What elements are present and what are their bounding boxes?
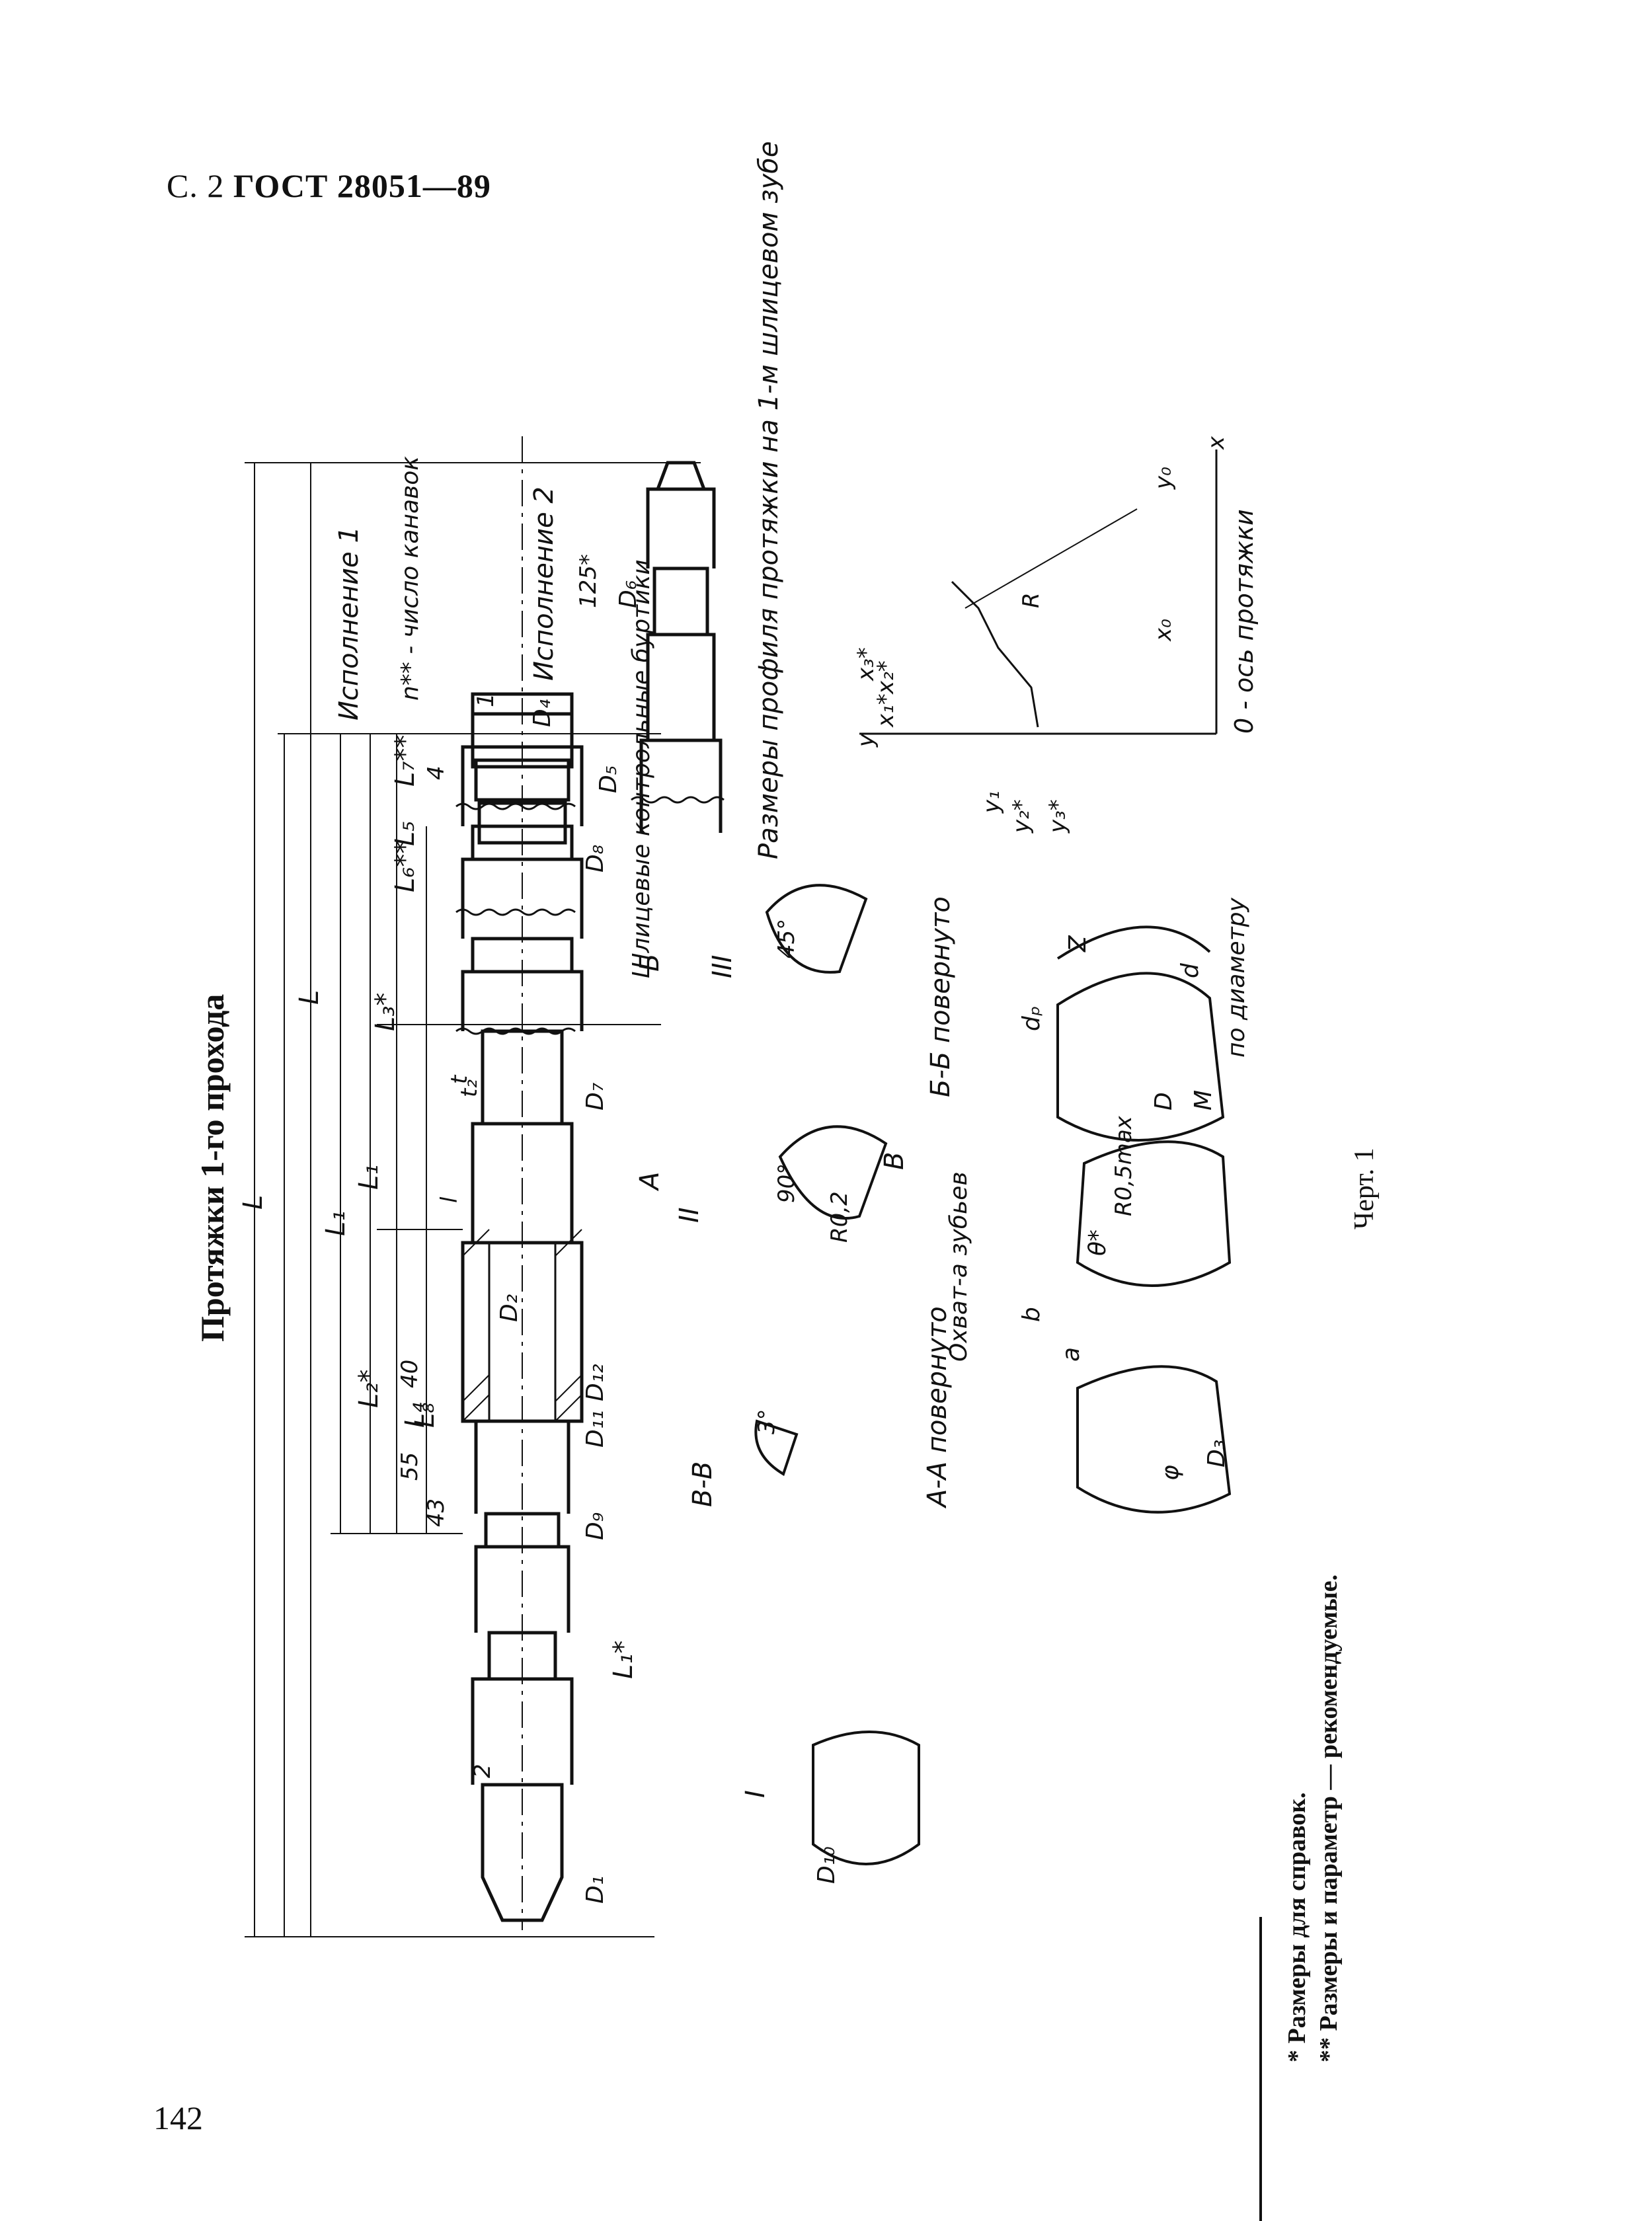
section-b-b-label: Б-Б повернуто xyxy=(925,896,956,1097)
length-label-3: L₁ xyxy=(354,1164,384,1190)
diameter-label-1: D₂ xyxy=(496,1294,523,1322)
diameter-label-14: dₚ xyxy=(1018,1005,1045,1031)
diameter-label-0: D₁ xyxy=(582,1875,609,1904)
tooth-coord-10: y xyxy=(853,733,879,747)
figure-caption: Черт. 1 xyxy=(1349,1148,1380,1229)
version-1-label: Исполнение 1 xyxy=(334,526,364,721)
view-label-5: А xyxy=(635,1171,665,1190)
dim-number-9: l xyxy=(436,1196,463,1203)
measure-letter-5: θ* xyxy=(1084,1229,1111,1256)
footnote-rule xyxy=(1259,1917,1262,2221)
tooth-coord-2: x₃* xyxy=(853,647,879,681)
section-v-v-label: В-В xyxy=(688,1461,718,1507)
measure-letter-1: Z xyxy=(1064,935,1091,952)
dim-number-12: 45° xyxy=(773,918,800,958)
tooth-profile-title: Размеры профиля протяжки на 1-м шлицевом… xyxy=(754,141,784,859)
footnote-1: * Размеры для справок. xyxy=(1283,1792,1311,2062)
measure-letter-3: a xyxy=(1058,1346,1085,1362)
dim-number-8: t₂ xyxy=(456,1079,483,1097)
view-label-1: II xyxy=(674,1207,705,1223)
section-views xyxy=(754,449,1232,1865)
grooves-note: n** - число канавок xyxy=(397,455,424,701)
dim-number-10: 3° xyxy=(754,1409,780,1434)
dim-number-14: R0,5max xyxy=(1111,1116,1137,1216)
length-label-0: L xyxy=(238,1194,268,1210)
measure-letter-4: φ xyxy=(1157,1465,1184,1481)
length-label-4: L₁* xyxy=(608,1640,639,1679)
tooth-coord-8: R xyxy=(1018,592,1044,608)
dim-number-13: R0,2 xyxy=(826,1191,853,1243)
page-number: 142 xyxy=(153,2099,203,2136)
tooth-coord-5: y₁ xyxy=(978,791,1005,813)
diameter-label-9: D₁₁ xyxy=(582,1410,609,1448)
dim-number-3: 125* xyxy=(575,554,602,608)
dim-number-0: 40 xyxy=(397,1359,423,1388)
dim-number-4: 4 xyxy=(423,765,450,780)
dim-number-1: 55 xyxy=(397,1452,423,1481)
dim-number-11: 90° xyxy=(773,1163,800,1203)
diameter-label-5: D₇ xyxy=(582,1082,609,1110)
length-label-10: L₇** xyxy=(390,734,420,787)
dim-number-5: 1 xyxy=(473,693,499,707)
dim-number-6: 2 xyxy=(469,1764,496,1778)
dim-number-2: 43 xyxy=(423,1498,450,1527)
measure-letter-0: M xyxy=(1190,1089,1217,1110)
section-hatching xyxy=(462,1229,582,1422)
diameter-label-12: D xyxy=(1150,1092,1177,1110)
tooth-coord-0: x₁* xyxy=(873,693,899,727)
footnote-2: ** Размеры и параметр — рекомендуемые. xyxy=(1315,1574,1343,2062)
measure-note: по диаметру xyxy=(1223,898,1250,1058)
tooth-coord-3: x₀ xyxy=(1150,619,1177,641)
view-label-4: Б xyxy=(635,953,665,972)
page-header: С. 2 ГОСТ 28051—89 xyxy=(167,167,491,205)
view-label-3: В xyxy=(879,1151,910,1170)
length-label-2: L₁ xyxy=(321,1210,351,1236)
view-label-2: III xyxy=(707,955,738,978)
diameter-label-7: D₉ xyxy=(582,1512,609,1540)
diameter-label-6: D₈ xyxy=(582,844,609,873)
measure-letter-2: b xyxy=(1018,1307,1045,1322)
length-label-5: L₂* xyxy=(354,1369,384,1408)
length-label-9: L₆** xyxy=(390,840,420,892)
standard-code: ГОСТ 28051—89 xyxy=(233,167,491,204)
broach-outline xyxy=(461,436,723,1930)
figure-title: Протяжки 1-го прохода xyxy=(194,994,231,1342)
length-label-6: L₃* xyxy=(370,992,401,1031)
dimension-lines xyxy=(245,462,701,1937)
diameter-label-8: D₁₀ xyxy=(813,1846,840,1884)
version-2-label: Исполнение 2 xyxy=(529,487,559,681)
tooth-axis-note: 0 - ось протяжки xyxy=(1230,509,1259,734)
page-number-prefix: С. 2 xyxy=(167,167,225,204)
view-label-0: I xyxy=(740,1790,771,1798)
diameter-label-3: D₅ xyxy=(595,765,622,793)
diameter-label-13: d xyxy=(1177,963,1204,978)
spline-note: Шлицевые контрольные буртики xyxy=(628,559,655,978)
length-label-1: L xyxy=(294,990,325,1005)
tooth-coord-4: y₀ xyxy=(1150,467,1177,489)
diameter-label-11: D₃ xyxy=(1203,1439,1230,1467)
tooth-coord-9: x xyxy=(1203,436,1230,449)
tooth-coord-6: y₂* xyxy=(1008,799,1035,833)
tooth-marks xyxy=(455,796,725,1035)
tooth-coord-7: y₃* xyxy=(1044,799,1071,833)
length-label-11: L₈ xyxy=(410,1402,440,1428)
diameter-label-2: D₄ xyxy=(529,699,556,727)
grip-note: Охват-a зубьев xyxy=(945,1171,972,1362)
diameter-label-10: D₁₂ xyxy=(582,1364,609,1401)
